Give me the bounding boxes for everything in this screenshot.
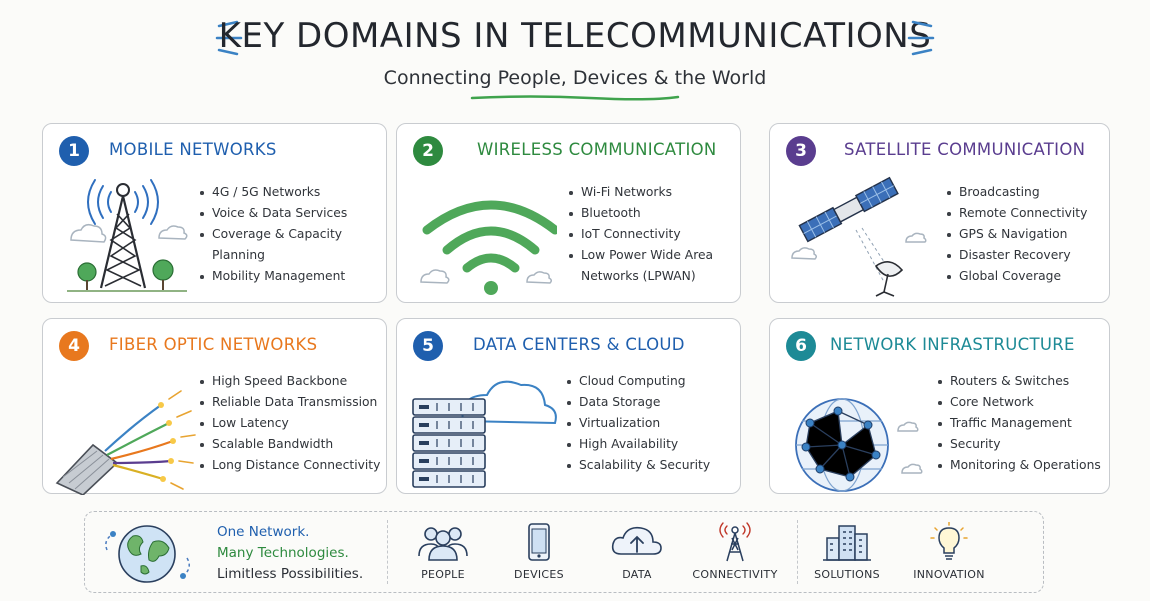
buildings-icon [823,525,871,561]
bullet-item: Wi-Fi Networks [567,182,713,203]
footer-item-connectivity: CONNECTIVITY [685,522,785,581]
satellite-icon [791,176,927,297]
device-icon [528,523,550,561]
card-fiber-optic-networks: 4 FIBER OPTIC NETWORKS High Speed Backbo… [42,318,387,495]
footer-item-label: INNOVATION [913,568,985,581]
card-title: FIBER OPTIC NETWORKS [109,335,318,354]
bullet-item: Scalability & Security [565,455,710,476]
people-icon [418,527,468,561]
card-number-badge: 3 [786,136,816,166]
card-bullets: High Speed Backbone Reliable Data Transm… [198,371,380,476]
wifi-icon [420,200,557,295]
bullet-item: Low Power Wide Area [567,245,713,266]
bullet-item: Security [936,434,1101,455]
page-subtitle: Connecting People, Devices & the World [383,67,767,89]
bullet-item: Bluetooth [567,203,713,224]
bullet-item: Monitoring & Operations [936,455,1101,476]
tagline-line-3: Limitless Possibilities. [217,566,364,582]
bullet-item: Voice & Data Services [198,203,347,224]
footer-item-label: DATA [622,568,652,581]
card-title: MOBILE NETWORKS [109,140,277,159]
bullet-item: Traffic Management [936,413,1101,434]
bullet-item: Coverage & Capacity [198,224,347,245]
bullet-item: 4G / 5G Networks [198,182,347,203]
bullet-item: Data Storage [565,392,710,413]
title-left-dashes-icon [215,20,243,56]
card-network-infrastructure: 6 NETWORK INFRASTRUCTURE Routers & Switc… [769,318,1110,494]
footer-item-innovation: INNOVATION [899,522,999,581]
footer-item-solutions: SOLUTIONS [797,522,897,581]
bullet-item: Disaster Recovery [945,245,1087,266]
bullet-item: Broadcasting [945,182,1087,203]
bullet-item: High Availability [565,434,710,455]
title-right-dashes-icon [907,20,935,56]
tower-icon [719,522,751,562]
cloud-upload-icon [611,526,662,555]
card-bullets: 4G / 5G Networks Voice & Data Services C… [198,182,347,287]
bullet-item: Reliable Data Transmission [198,392,380,413]
footer-item-label: SOLUTIONS [814,568,880,581]
bullet-item: Virtualization [565,413,710,434]
bullet-item: Planning [212,248,265,262]
globe-icon [105,525,190,583]
card-number-badge: 2 [413,136,443,166]
card-number-badge: 1 [59,136,89,166]
card-title: WIRELESS COMMUNICATION [477,140,717,159]
card-title: SATELLITE COMMUNICATION [844,140,1086,159]
cell-tower-icon [67,179,188,292]
server-cloud-icon [412,380,557,488]
bullet-item: High Speed Backbone [198,371,380,392]
bullet-item: Routers & Switches [936,371,1101,392]
footer-item-data: DATA [587,522,687,581]
bullet-item: Networks (LPWAN) [581,269,696,283]
card-bullets: Broadcasting Remote Connectivity GPS & N… [945,182,1087,287]
card-number-badge: 5 [413,331,443,361]
tagline-line-1: One Network. [217,524,310,540]
card-bullets: Routers & Switches Core Network Traffic … [936,371,1101,476]
bullet-item: IoT Connectivity [567,224,713,245]
footer-item-label: DEVICES [514,568,564,581]
card-number-badge: 4 [59,331,89,361]
bullet-item: Mobility Management [198,266,347,287]
footer-tagline: One Network. Many Technologies. Limitles… [217,522,363,585]
bullet-item: Global Coverage [945,266,1087,287]
bullet-item: Long Distance Connectivity [198,455,380,476]
card-bullets: Wi-Fi Networks Bluetooth IoT Connectivit… [567,182,713,287]
card-title: DATA CENTERS & CLOUD [473,335,685,354]
footer-divider [387,520,388,584]
card-number-badge: 6 [786,331,816,361]
footer-banner: One Network. Many Technologies. Limitles… [84,511,1044,593]
footer-divider [797,520,798,584]
bullet-item: Remote Connectivity [945,203,1087,224]
card-data-centers-cloud: 5 DATA CENTERS & CLOUD Cloud Computing D… [396,318,741,494]
card-mobile-networks: 1 MOBILE NETWORKS 4G / 5G Networks Voice… [42,123,387,303]
bullet-item: GPS & Navigation [945,224,1087,245]
card-satellite-communication: 3 SATELLITE COMMUNICATION Broadcasting R… [769,123,1110,303]
tagline-line-2: Many Technologies. [217,545,349,561]
bullet-item: Low Latency [198,413,380,434]
footer-item-label: CONNECTIVITY [692,568,778,581]
bullet-item: Core Network [936,392,1101,413]
subtitle-underline-icon [470,95,680,101]
lightbulb-icon [930,522,968,560]
bullet-item: Scalable Bandwidth [198,434,380,455]
page-title: KEY DOMAINS IN TELECOMMUNICATIONS [218,16,932,56]
footer-item-people: PEOPLE [393,522,493,581]
card-title: NETWORK INFRASTRUCTURE [830,335,1075,354]
footer-item-label: PEOPLE [421,568,465,581]
footer-item-devices: DEVICES [489,522,589,581]
header: KEY DOMAINS IN TELECOMMUNICATIONS Connec… [0,0,1150,110]
network-globe-icon [795,398,923,492]
card-wireless-communication: 2 WIRELESS COMMUNICATION Wi-Fi Networks … [396,123,741,303]
fiber-cable-icon [55,390,196,495]
bullet-item: Cloud Computing [565,371,710,392]
card-bullets: Cloud Computing Data Storage Virtualizat… [565,371,710,476]
